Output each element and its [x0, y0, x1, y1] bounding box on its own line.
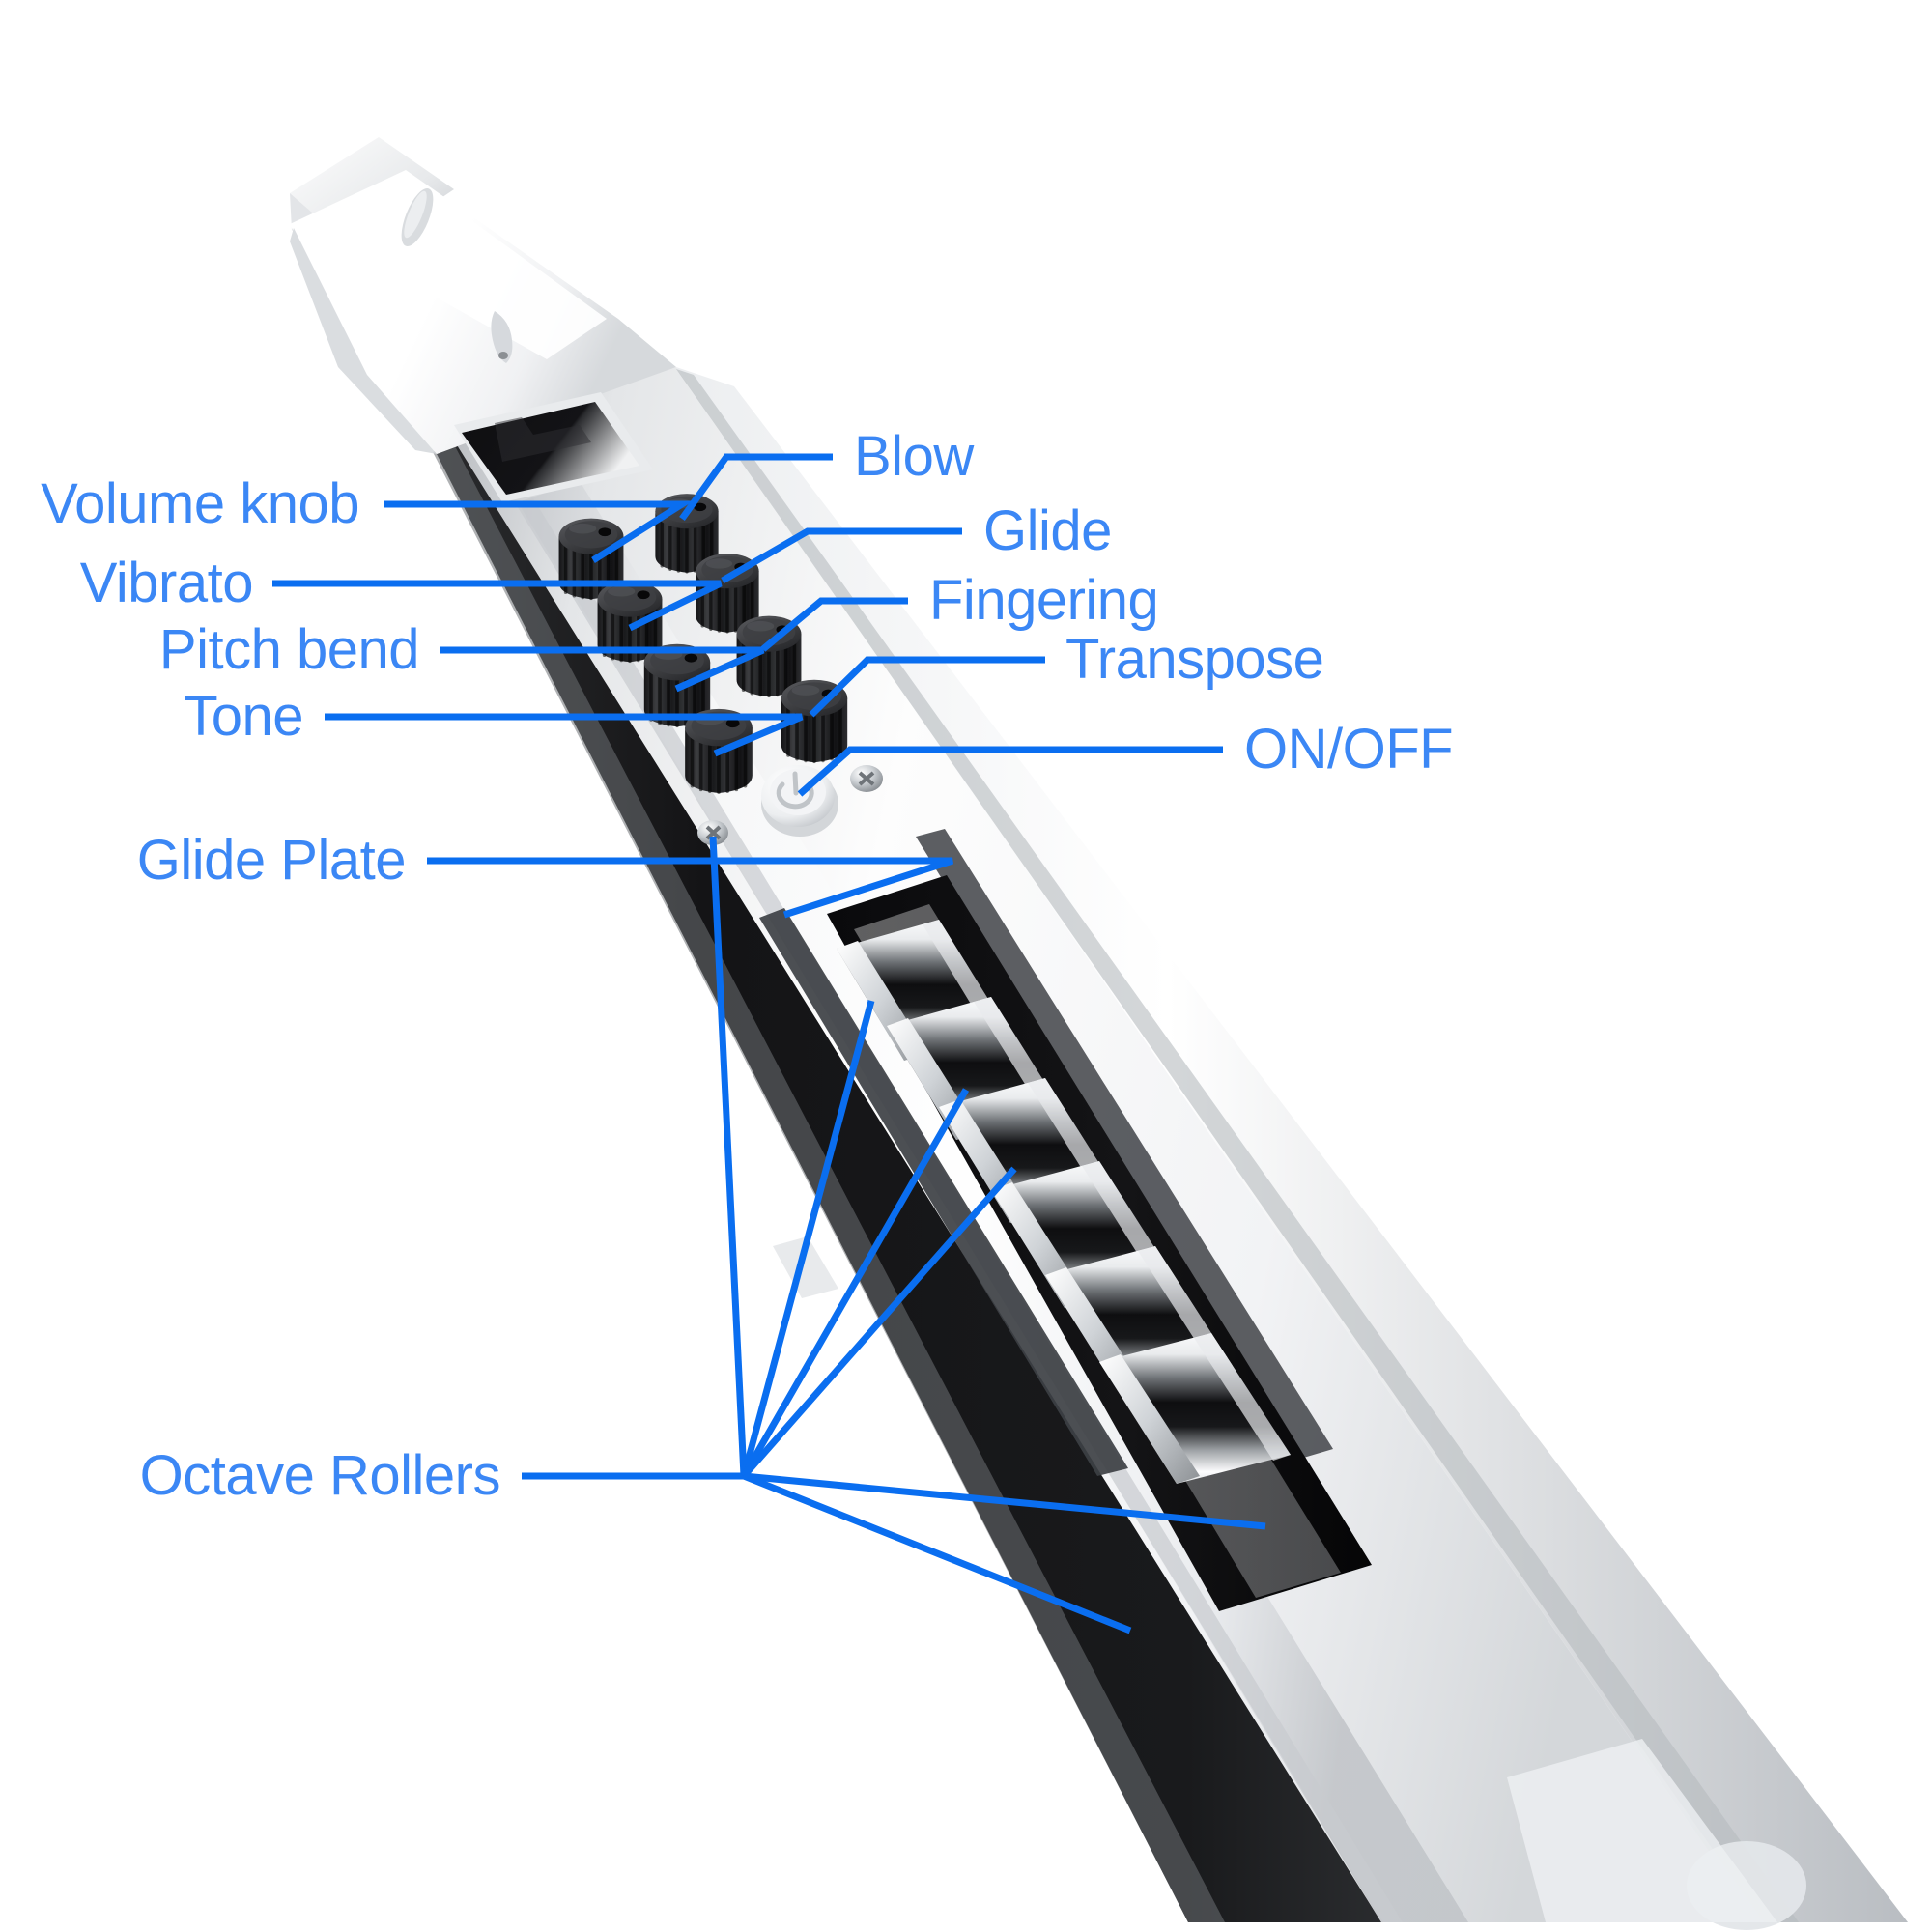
leader-pitch-bend — [440, 646, 765, 693]
label-tone: Tone — [184, 685, 303, 748]
leader-vibrato — [272, 580, 723, 632]
leader-tone — [325, 713, 804, 757]
leader-transpose — [809, 656, 1045, 718]
leader-roller-4 — [741, 1166, 1017, 1479]
lcd-screen — [454, 392, 653, 502]
reed-peg — [491, 311, 513, 363]
label-transpose: Transpose — [1065, 628, 1324, 691]
label-fingering: Fingering — [929, 569, 1159, 632]
leader-roller-1 — [709, 836, 748, 1477]
octave-roller-group — [837, 920, 1291, 1484]
label-glide: Glide — [983, 499, 1112, 562]
instrument-body — [290, 137, 1908, 1930]
glide-plates — [759, 829, 1333, 1476]
leader-roller-6 — [742, 1472, 1132, 1634]
label-on-off: ON/OFF — [1244, 718, 1454, 781]
body-right-face — [676, 367, 1908, 1922]
leader-blow — [679, 453, 833, 522]
leader-roller-5 — [743, 1472, 1266, 1530]
label-glide-plate: Glide Plate — [136, 829, 407, 892]
label-vibrato: Vibrato — [79, 552, 254, 614]
screw-top — [850, 765, 883, 792]
power-icon — [776, 771, 814, 810]
leader-roller-3 — [740, 1088, 970, 1478]
leader-on-off — [797, 746, 1223, 797]
side-key — [773, 1236, 838, 1298]
power-button — [761, 765, 838, 837]
label-pitch-bend: Pitch bend — [158, 618, 420, 681]
glide-plate-left — [759, 908, 1128, 1476]
leader-glide-plate — [427, 857, 954, 919]
leader-fingering — [760, 597, 908, 652]
label-octave-rollers: Octave Rollers — [139, 1444, 501, 1507]
leader-roller-2 — [740, 1000, 875, 1477]
octave-roller-6 — [1099, 1333, 1291, 1484]
label-blow: Blow — [854, 425, 974, 488]
leader-volume-knob — [384, 500, 695, 563]
label-volume-knob: Volume knob — [41, 472, 359, 535]
leader-glide — [721, 527, 962, 584]
screw-lower — [697, 820, 728, 845]
glide-plate-right — [916, 829, 1333, 1459]
leader-lines — [272, 453, 1266, 1634]
